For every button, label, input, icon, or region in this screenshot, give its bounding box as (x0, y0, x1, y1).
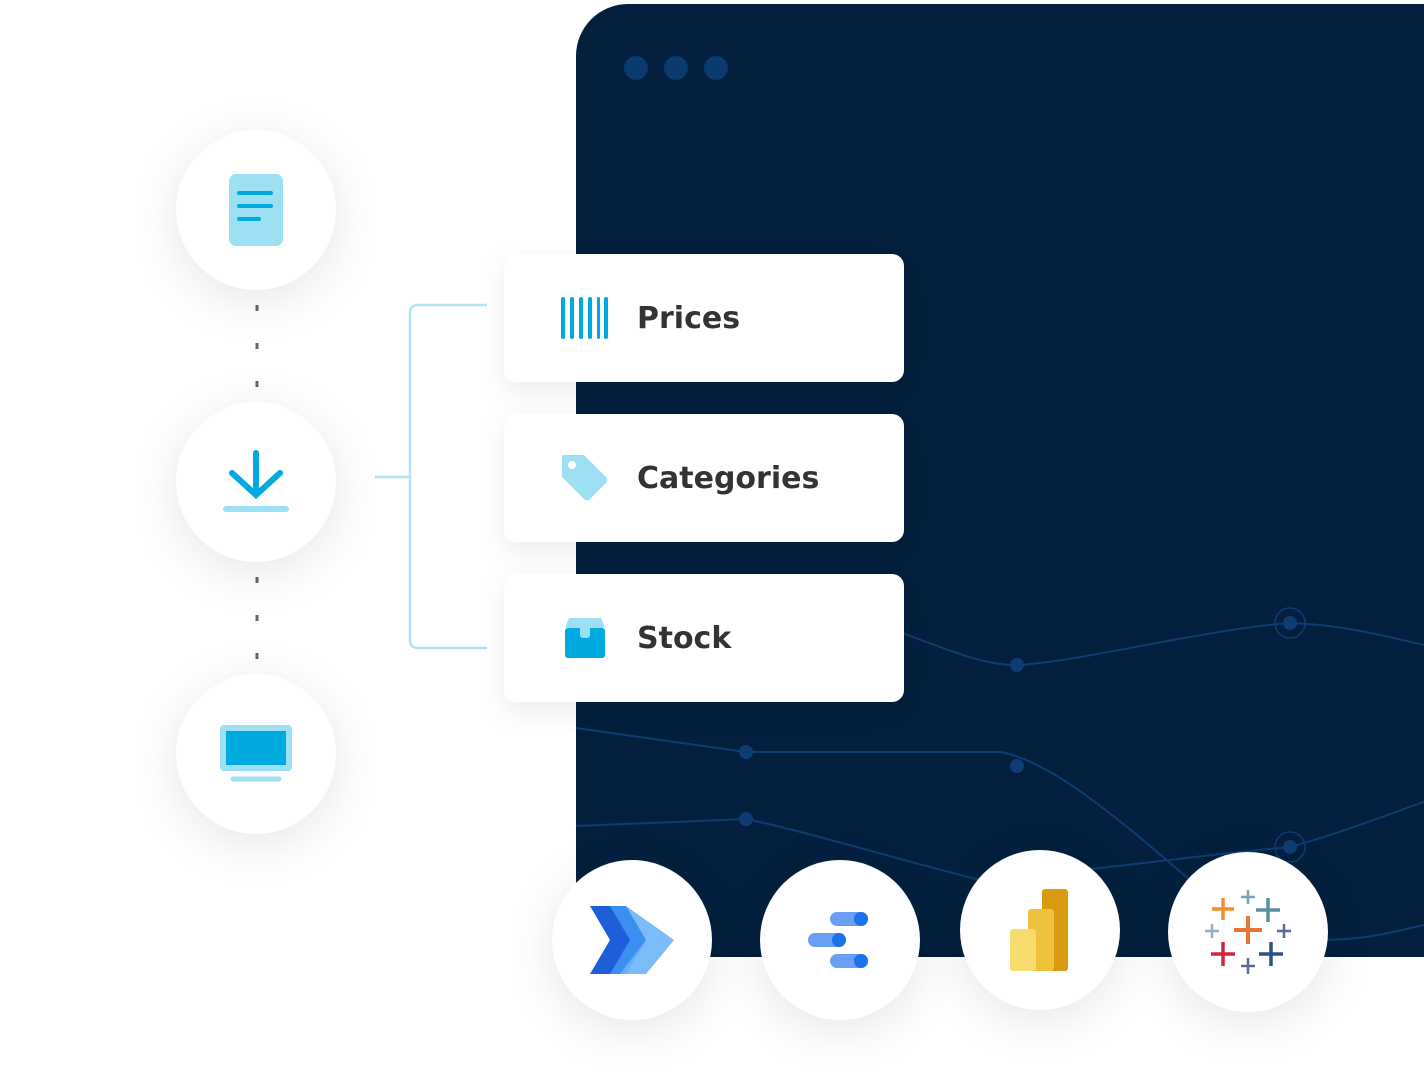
card-categories[interactable]: Categories (504, 414, 904, 542)
power-automate-icon (590, 906, 674, 974)
card-prices[interactable]: Prices (504, 254, 904, 382)
window-dot (624, 56, 648, 80)
download-icon (223, 450, 289, 512)
step-document (176, 130, 336, 290)
looker-studio-logo[interactable] (760, 860, 920, 1020)
step-download (176, 402, 336, 562)
card-stock[interactable]: Stock (504, 574, 904, 702)
power-bi-logo[interactable] (960, 850, 1120, 1010)
card-label: Stock (637, 620, 732, 656)
power-automate-logo[interactable] (552, 860, 712, 1020)
card-label: Categories (637, 460, 820, 496)
window-dot (664, 56, 688, 80)
card-label: Prices (637, 300, 741, 336)
tableau-icon (1205, 890, 1291, 974)
tableau-logo[interactable] (1168, 852, 1328, 1012)
window-dot (704, 56, 728, 80)
step-monitor (176, 674, 336, 834)
barcode-icon (560, 293, 610, 343)
monitor-icon (220, 725, 292, 782)
looker-studio-icon (808, 912, 868, 968)
tag-icon (560, 453, 610, 503)
power-bi-icon (1010, 889, 1068, 971)
box-icon (560, 613, 610, 663)
document-icon (229, 174, 283, 246)
